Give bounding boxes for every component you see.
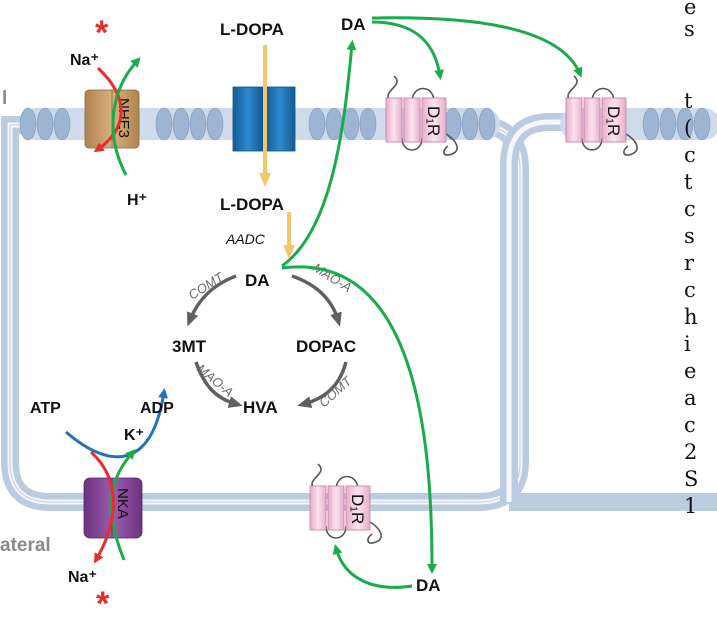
- membrane-bead: [676, 107, 694, 141]
- cropped-text-letter: s: [684, 224, 695, 248]
- cropped-text-letter: h: [684, 305, 698, 329]
- membrane-bead: [155, 107, 173, 141]
- dopamine-secretion-arrow: [281, 40, 357, 268]
- membrane-bead: [693, 107, 711, 141]
- dopamine-to-d1r-basolateral-arrow: [332, 544, 413, 589]
- cropped-text-letter: r: [684, 251, 695, 275]
- dopac-label: DOPAC: [296, 337, 356, 356]
- cropped-text-letter: e: [684, 359, 696, 383]
- d1-receptor-apical: D₁R: [385, 75, 458, 156]
- dopamine-center-label: DA: [245, 271, 270, 290]
- dopamine-basolateral-arrow: [281, 265, 437, 574]
- membrane-bead: [189, 107, 207, 141]
- ldopa-transporter: [232, 86, 296, 152]
- cropped-text-letter: t: [684, 170, 693, 194]
- membrane-bead: [172, 107, 190, 141]
- cropped-text-letter: e: [684, 0, 696, 19]
- comt-right-label: COMT: [316, 373, 355, 410]
- sodium-influx-arrow-top: [93, 66, 123, 153]
- dopac-to-hva-arrow: [297, 361, 348, 408]
- cropped-text-letter: c: [684, 143, 696, 167]
- cropped-text-letter: 2: [684, 440, 697, 464]
- membrane-bead: [308, 107, 326, 141]
- membrane-bead: [206, 107, 224, 141]
- membrane-bead: [642, 107, 660, 141]
- membrane-bead: [461, 107, 479, 141]
- cropped-text-letter: (: [684, 116, 692, 140]
- cropped-text-letter: S: [684, 467, 698, 491]
- cropped-text-letter: a: [684, 386, 697, 410]
- cell-membrane-right: [500, 113, 717, 511]
- basolateral-side-label: ateral: [0, 535, 51, 556]
- dopamine-top-label: DA: [341, 15, 366, 34]
- potassium-influx-arrow: [109, 449, 136, 561]
- cropped-text-letter: i: [684, 332, 691, 356]
- membrane-beads-right: [642, 107, 711, 141]
- adp-label: ADP: [140, 400, 174, 417]
- comt-left-label: COMT: [186, 269, 227, 303]
- cropped-text-letter: c: [684, 197, 696, 221]
- cropped-text-letter: t: [684, 89, 693, 113]
- d1-receptor-neighbor: D₁R: [565, 75, 638, 156]
- 3mt-label: 3MT: [172, 337, 207, 356]
- cropped-text-letter: c: [684, 413, 696, 437]
- membrane-bead: [53, 107, 71, 141]
- d1-receptor-basolateral: D₁R: [309, 463, 382, 544]
- membrane-bead: [19, 107, 37, 141]
- sodium-bottom-label: Na⁺: [68, 569, 97, 586]
- maoa-conversion-arrow: [291, 274, 342, 327]
- membrane-bead: [359, 107, 377, 141]
- cropped-text-letter: 1: [684, 494, 697, 518]
- membrane-beads: [19, 107, 496, 141]
- d1-receptor-apical-label: D₁R: [424, 106, 443, 136]
- hva-label: HVA: [243, 398, 278, 417]
- ldopa-top-label: L-DOPA: [220, 20, 284, 39]
- ldopa-mid-label: L-DOPA: [220, 195, 284, 214]
- dopamine-to-d1r-neighbor-arrow: [371, 16, 583, 78]
- proton-label: H⁺: [127, 192, 147, 209]
- apical-membrane-bilayer-right: [560, 107, 717, 141]
- nka-label: NKA: [114, 488, 131, 519]
- membrane-bead: [659, 107, 677, 141]
- d1-receptor-neighbor-label: D₁R: [604, 106, 623, 136]
- atp-label: ATP: [30, 400, 61, 417]
- proton-efflux-arrow: [111, 57, 141, 176]
- comt-conversion-arrow: [187, 274, 237, 327]
- significance-star-bottom: *: [96, 585, 110, 617]
- sodium-top-label: Na⁺: [70, 52, 99, 69]
- aadc-label: AADC: [225, 231, 266, 247]
- apical-side-label: l: [2, 88, 7, 109]
- dopamine-to-d1r-apical-arrow: [371, 20, 445, 80]
- dopamine-bottom-label: DA: [416, 576, 441, 595]
- 3mt-to-hva-arrow: [194, 361, 243, 408]
- cropped-text-letter: c: [684, 278, 696, 302]
- d1-receptor-basolateral-label: D₁R: [348, 494, 367, 524]
- nhe3-label: NHE3: [115, 98, 132, 138]
- significance-star-top: *: [95, 14, 109, 52]
- cropped-text-letter: s: [684, 17, 695, 41]
- potassium-label: K⁺: [124, 427, 144, 444]
- sodium-efflux-arrow-bottom: [89, 450, 115, 564]
- membrane-bead: [36, 107, 54, 141]
- membrane-bead: [478, 107, 496, 141]
